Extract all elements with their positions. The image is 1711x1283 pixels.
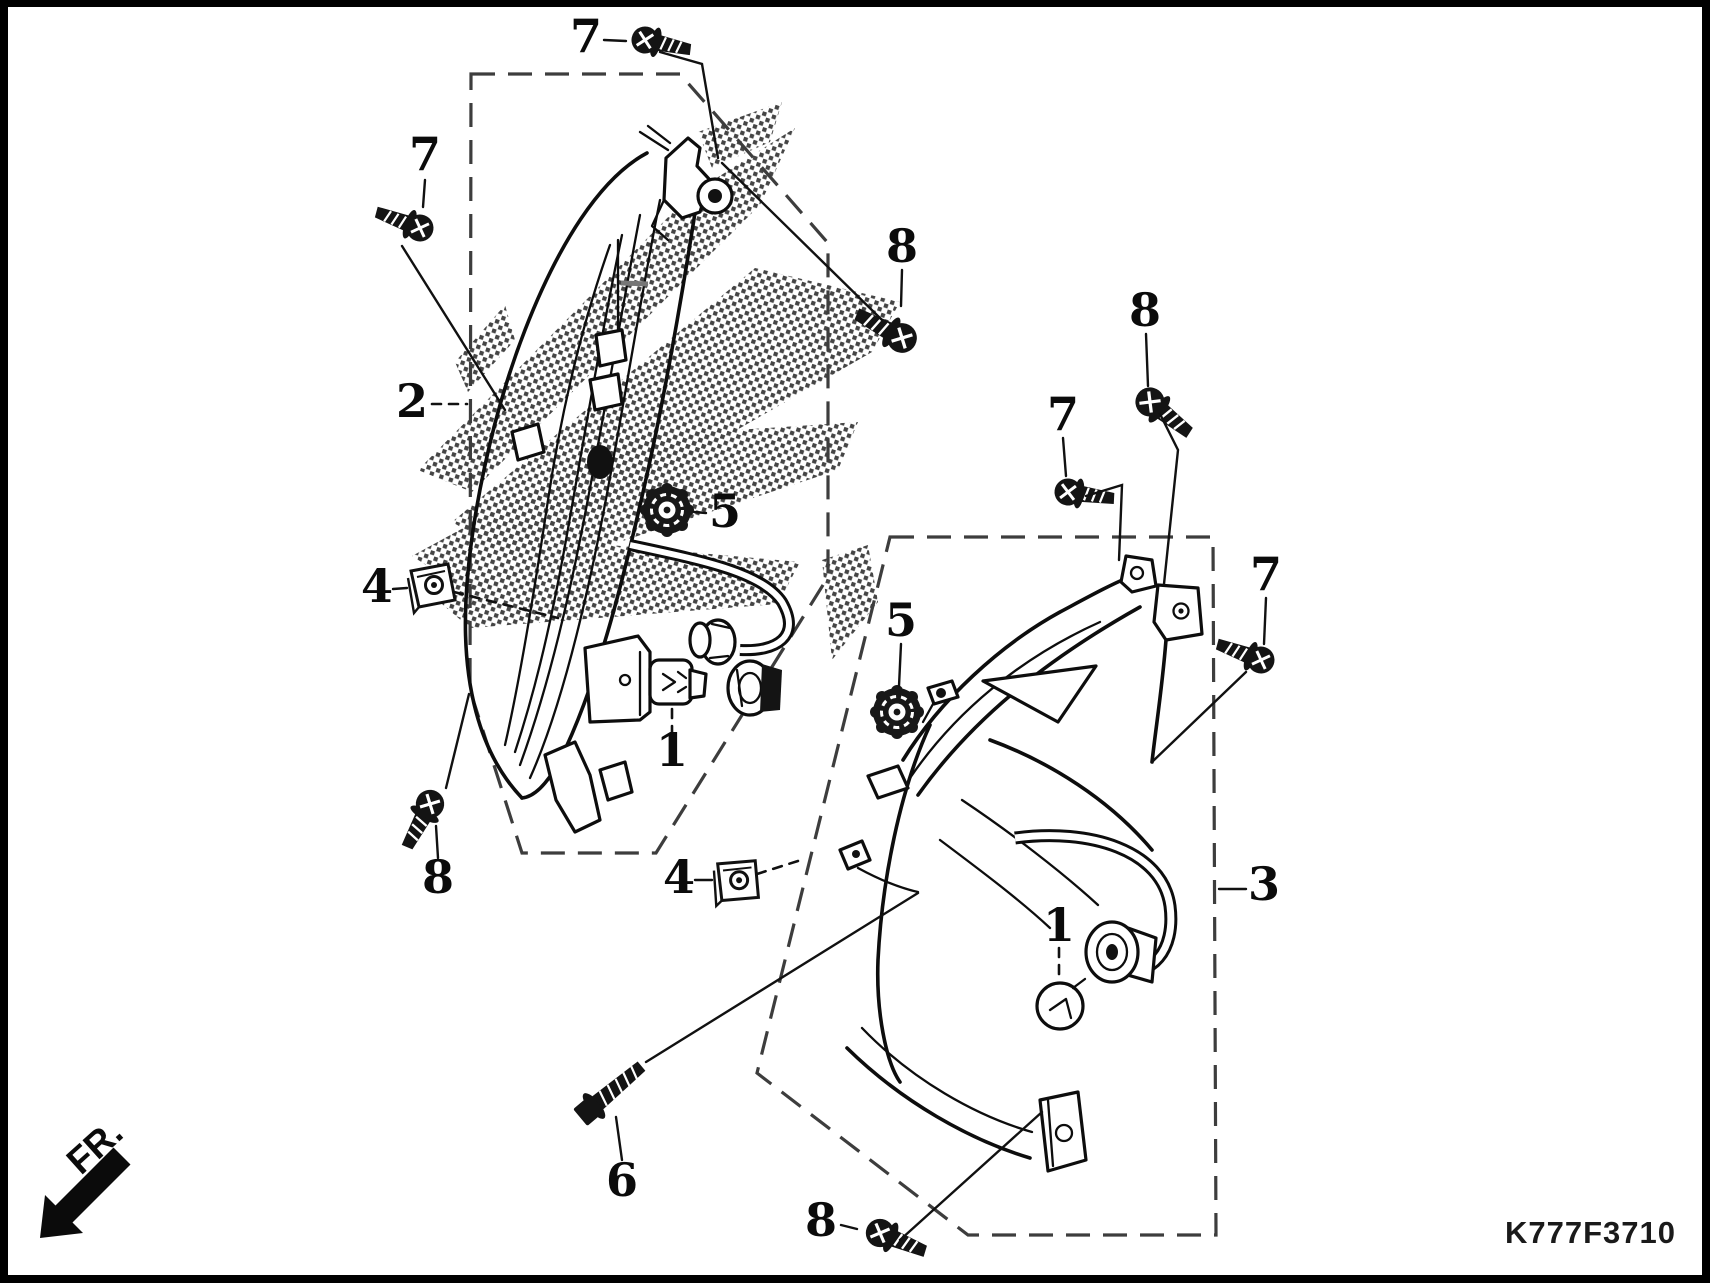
screw-icon: [391, 782, 453, 857]
callout-label-screw-8-bottom: 8: [805, 1193, 837, 1247]
fr-arrow-icon: [40, 1147, 131, 1238]
clip-nut-icon: [708, 855, 764, 912]
callout-label-bulb-1-left: 1: [656, 723, 688, 777]
right-assembly-boundary: [755, 535, 1218, 1237]
left-unit-top-bracket: [638, 124, 734, 242]
left-unit-lower-bracket: [583, 634, 652, 724]
bulb-icon: [1035, 977, 1087, 1031]
front-direction-indicator: FR.: [40, 1112, 131, 1238]
bulb-socket-icon: [868, 683, 926, 741]
right-unit-bottom-tab: [1038, 1090, 1088, 1173]
screw-icon: [1126, 378, 1202, 448]
callout-label-screw-7-right-a: 7: [1047, 387, 1079, 441]
bulb-socket-icon: [638, 481, 696, 539]
callout-label-screw-7-top: 7: [570, 9, 602, 63]
callout-label-screw-7-upper-left: 7: [409, 127, 441, 181]
screw-icon: [1051, 473, 1119, 515]
socket-icon: [726, 659, 782, 717]
leader-lines: [391, 38, 1268, 1242]
right-unit-side-bracket: [1152, 583, 1204, 642]
callout-label-lens-unit-2: 2: [396, 374, 428, 428]
right-unit-top-tab: [1119, 554, 1158, 594]
callout-label-clip-nut-4-right: 4: [663, 850, 695, 904]
screw-icon: [369, 196, 440, 249]
diagram-part-code: K777F3710: [1505, 1215, 1676, 1250]
callout-label-screw-8-lower-left: 8: [422, 850, 454, 904]
left-unit-harness: [628, 539, 795, 666]
callout-label-screw-8-right-a: 8: [1129, 283, 1161, 337]
bulb-icon: [648, 658, 708, 706]
callout-label-socket-5-left: 5: [709, 484, 741, 538]
callout-label-screw-8-upper-right: 8: [886, 219, 918, 273]
callout-label-bolt-6: 6: [606, 1153, 638, 1207]
callout-label-bulb-1-right: 1: [1043, 898, 1075, 952]
left-headlight-unit: [463, 124, 795, 834]
right-headlight-unit: [838, 554, 1204, 1173]
callout-label-socket-5-right: 5: [885, 593, 917, 647]
right-unit-harness: [1014, 829, 1178, 984]
callout-label-housing-unit-3: 3: [1248, 857, 1280, 911]
callout-label-screw-7-right-b: 7: [1250, 547, 1282, 601]
right-unit-pivot-hardware: [838, 679, 960, 894]
bolt-icon: [568, 1052, 653, 1131]
callout-label-clip-nut-4-left: 4: [361, 559, 393, 613]
adjuster-knob: [587, 445, 613, 479]
